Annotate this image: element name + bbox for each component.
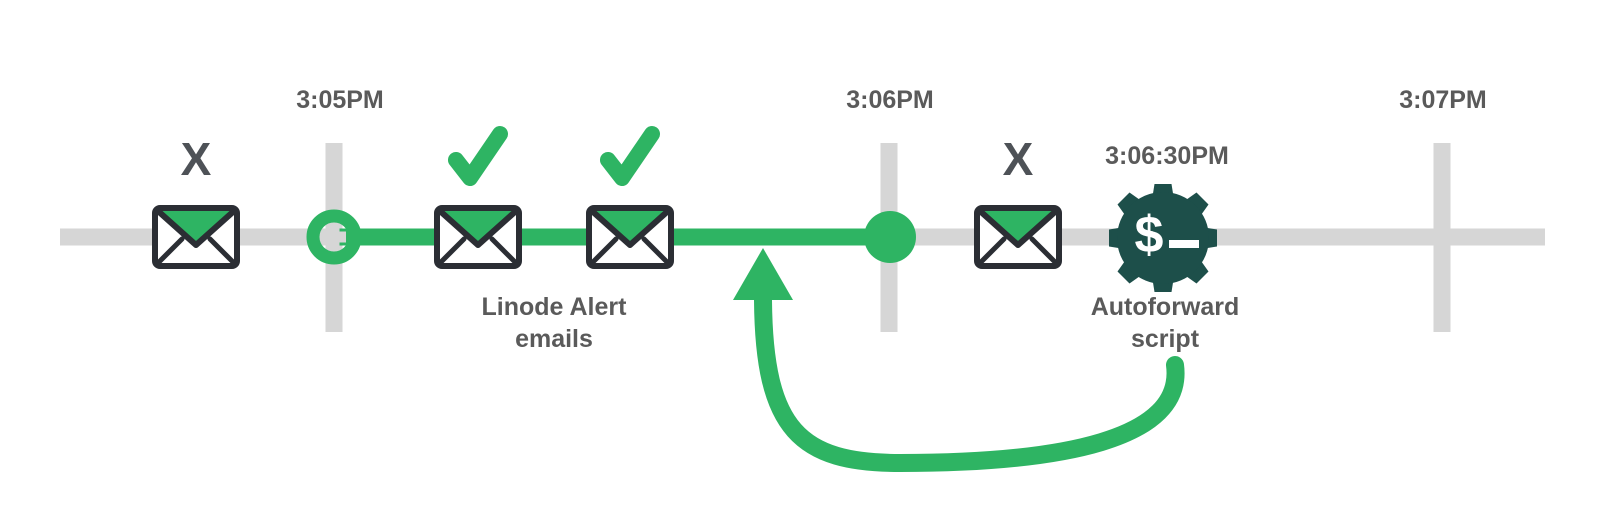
prompt-underscore-glyph — [1169, 240, 1199, 248]
tick-label-305pm: 3:05PM — [296, 86, 384, 114]
event-label-autoforward-line-1: Autoforward — [1091, 293, 1240, 321]
tick-label-306pm: 3:06PM — [846, 86, 934, 114]
envelope-icon-blocked-2 — [977, 208, 1059, 266]
envelope-icon-alert-1 — [437, 208, 519, 266]
timeline-node-dot-306pm — [864, 211, 916, 263]
x-mark-icon-1: X — [181, 133, 212, 185]
event-label-linode-alert-line-1: Linode Alert — [482, 293, 628, 321]
envelope-icon-alert-2 — [589, 208, 671, 266]
arrowhead-icon — [733, 248, 793, 300]
envelope-icon-blocked-1 — [155, 208, 237, 266]
autoforward-feedback-arrow — [733, 248, 1185, 473]
timeline-node-ring-305pm — [306, 209, 362, 265]
event-label-linode-alert-line-2: emails — [515, 325, 593, 353]
event-label-autoforward-line-2: script — [1131, 325, 1200, 353]
x-mark-icon-2: X — [1003, 133, 1034, 185]
dollar-sign-glyph: $ — [1135, 206, 1164, 264]
check-mark-icon-2 — [608, 134, 652, 178]
gear-dollar-prompt-icon: $ — [1109, 184, 1217, 292]
tick-label-307pm: 3:07PM — [1399, 86, 1487, 114]
check-mark-icon-1 — [456, 134, 500, 178]
event-time-label-30630pm: 3:06:30PM — [1105, 142, 1229, 170]
